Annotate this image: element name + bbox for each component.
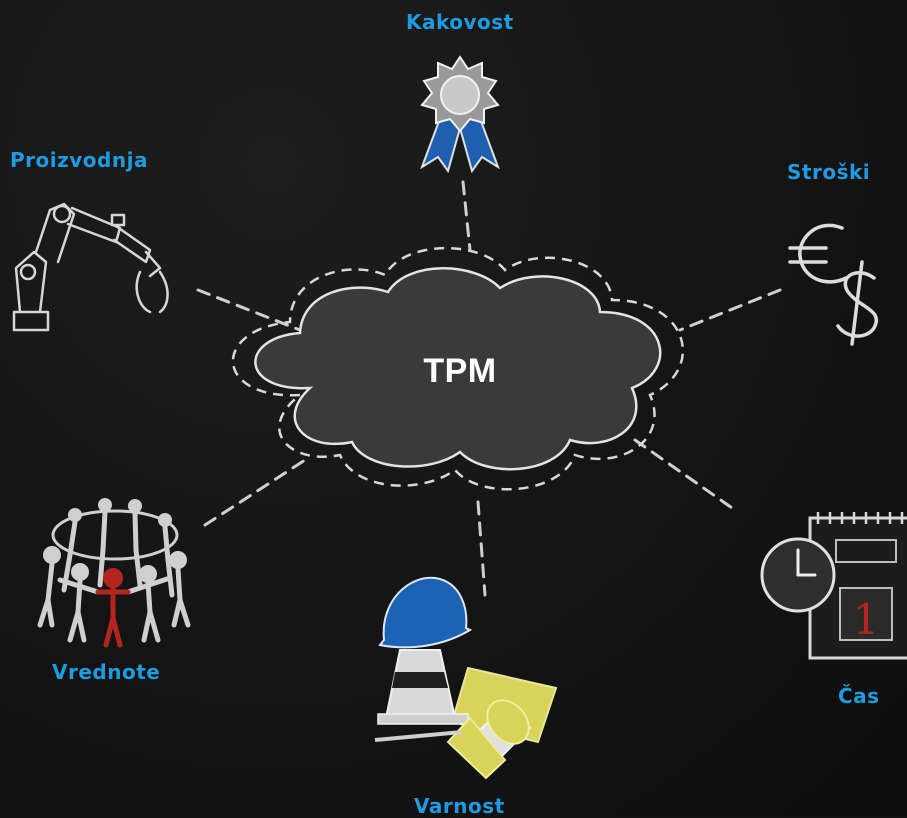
cloud-shape: [254, 267, 662, 471]
euro-dollar-icon: [788, 223, 878, 346]
connector-cas: [633, 438, 737, 512]
hardhat-cone-icon: [374, 576, 558, 780]
connector-vrednote: [203, 458, 307, 527]
cloud-outer-dashed: [231, 246, 685, 491]
tpm-cloud: [231, 246, 685, 491]
tpm-title: TPM: [423, 352, 497, 390]
connector-lines: [196, 180, 782, 597]
connector-proizvodnja: [196, 288, 302, 332]
label-cas: Čas: [838, 684, 880, 708]
calendar-day-number: 1: [853, 595, 880, 644]
connector-stroski: [678, 288, 782, 332]
people-circle-icon: [37, 498, 191, 648]
label-stroski: Stroški: [787, 160, 871, 184]
clock-calendar-icon: 1: [760, 512, 907, 660]
label-varnost: Varnost: [414, 794, 505, 818]
connector-varnost: [476, 500, 487, 597]
award-rosette-icon: [420, 55, 500, 174]
connector-kakovost: [461, 180, 472, 252]
robotic-arm-icon: [12, 202, 169, 332]
label-proizvodnja: Proizvodnja: [10, 148, 148, 172]
label-vrednote: Vrednote: [52, 660, 161, 684]
label-kakovost: Kakovost: [406, 10, 514, 34]
